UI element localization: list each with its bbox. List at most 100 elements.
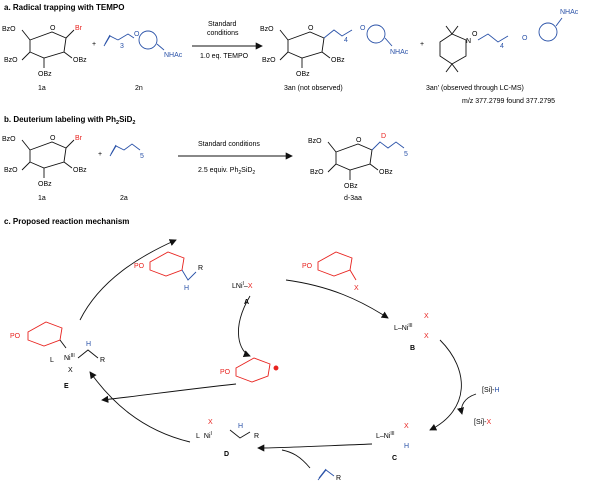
radical-po: PO [220,369,231,376]
d3aa-bzo-top: BzO [308,138,322,145]
tempo-nitrogen: N [466,38,471,45]
section-b-title: b. Deuterium labeling with Ph2SiD2 [4,115,135,126]
sugar-1a-b [21,139,75,178]
species-e: NiIII [64,353,75,362]
e-x: X [68,367,73,374]
3an-ring-oxygen: O [308,25,314,32]
species-e-bonds [59,339,99,359]
amide-label-2n: NHAc [164,52,183,59]
e-r: R [100,357,105,364]
mechanism-product-sugar [149,251,185,277]
label-b: B [410,345,415,352]
product-po: PO [134,263,145,270]
condition-a-line2: conditions [207,30,239,37]
species-c: L–NiIII [376,431,395,440]
3an-ether-oxygen: O [360,25,366,32]
3an-bzo-top: BzO [260,26,274,33]
2a-chain-subscript: 5 [140,153,144,160]
compound-label-2n: 2n [135,85,143,92]
b-obz-right: OBz [73,167,87,174]
d3aa-bzo-left: BzO [310,169,324,176]
e-po: PO [10,333,21,340]
3an-chain-subscript: 4 [344,37,348,44]
chain-subscript-3: 3 [120,43,124,50]
b-bzo-top: BzO [2,136,16,143]
b-obz-bottom: OBz [38,181,52,188]
alkene-2a [109,143,141,157]
alkene-2n [103,30,165,51]
glycosyl-halide [317,251,357,281]
3an-obz-right: OBz [331,57,345,64]
tempo-oxygen: O [472,31,478,38]
compound-label-d3aa: d-3aa [344,195,362,202]
species-b: L–NiIII [394,323,413,332]
3an-obz-bottom: OBz [296,71,310,78]
plus-sign-a2: + [420,41,424,48]
halide-x: X [354,285,359,292]
glycosyl-radical [235,357,279,383]
tempo-chain-subscript: 4 [500,43,504,50]
species-e-sugar [27,321,63,347]
sugar-1a [21,29,75,68]
c-h: H [404,443,409,450]
product-d3aa [327,141,379,180]
e-l: L [50,357,54,364]
compound-label-1a: 1a [38,85,46,92]
ring-oxygen: O [50,25,56,32]
b-bromide-label: Br [75,135,83,142]
alkene-feed [317,468,335,481]
label-e: E [64,383,69,390]
d3aa-obz-right: OBz [379,169,393,176]
compound-label-3an: 3an (not observed) [284,85,343,92]
tempo-ether-oxygen: O [522,35,528,42]
condition-b-line2: 2.5 equiv. Ph2SiD2 [198,167,255,176]
silane-reagent: [Si]-H [482,387,500,394]
compound-label-1a-b: 1a [38,195,46,202]
plus-sign-b: + [98,151,102,158]
condition-b-line1: Standard conditions [198,141,260,148]
c-x: X [404,423,409,430]
3an-amide-label: NHAc [390,49,409,56]
mass-spec-value: m/z 377.2799 found 377.2795 [462,98,555,105]
section-a-title: a. Radical trapping with TEMPO [4,3,124,12]
sugar-group-obz-right: OBz [73,57,87,64]
d-alkyl-chain [229,429,251,439]
section-c-title: c. Proposed reaction mechanism [4,217,129,226]
catalytic-cycle-arrows [79,239,477,469]
product-3an [279,29,331,68]
3an-bzo-left: BzO [262,57,276,64]
halide-po: PO [302,263,313,270]
tempo-amide-label: NHAc [560,9,579,16]
silyl-halide-byproduct: [Si]-X [474,419,491,426]
compound-label-2a: 2a [120,195,128,202]
ether-oxygen-2n: O [134,31,140,38]
deuterium-label: D [381,133,386,140]
alkene-feed-r: R [336,475,341,482]
b-ring-oxygen: O [50,135,56,142]
d-r: R [254,433,259,440]
d3aa-chain-subscript: 5 [404,151,408,158]
d3aa-obz-bottom: OBz [344,183,358,190]
product-3an-chain [323,24,393,47]
product-r: R [198,265,203,272]
d3aa-chain [371,141,405,151]
d-h: H [238,423,243,430]
species-a: LNiI–X [232,281,253,290]
b-x-bottom: X [424,333,429,340]
plus-sign-a: + [92,41,96,48]
b-bzo-left: BzO [4,167,18,174]
tempo-adduct-chain [477,17,563,43]
sugar-group-bzo-top: BzO [2,26,16,33]
compound-label-3an2: 3an' (observed through LC-MS) [426,85,524,92]
bromide-label: Br [75,25,83,32]
mechanism-product-chain [181,269,197,281]
product-h: H [184,285,189,292]
sugar-group-bzo-left: BzO [4,57,18,64]
d3aa-ring-oxygen: O [356,137,362,144]
e-h: H [86,341,91,348]
sugar-group-obz-bottom: OBz [38,71,52,78]
d-x: X [208,419,213,426]
label-c: C [392,455,397,462]
